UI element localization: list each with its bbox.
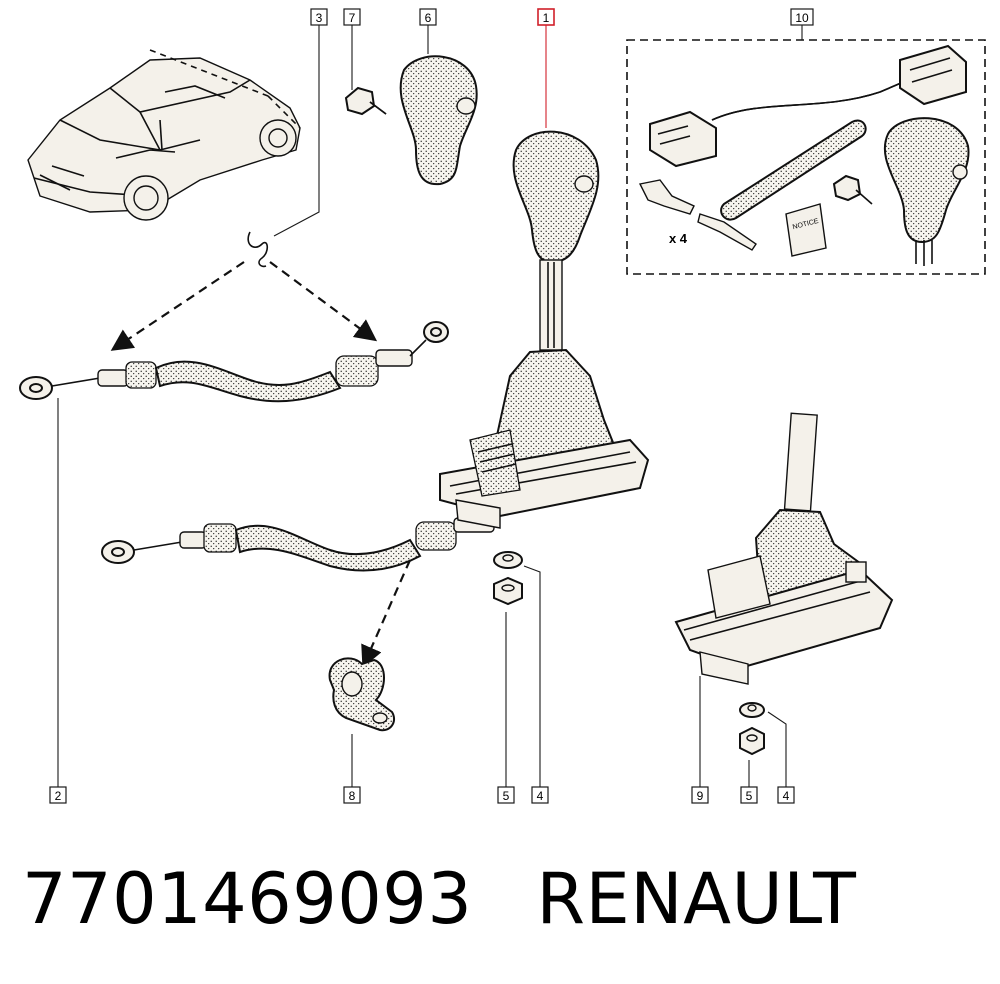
assembly-arrow-bracket bbox=[361, 559, 412, 669]
wiring-harness bbox=[649, 44, 967, 168]
cable-bracket-part-8 bbox=[328, 657, 396, 732]
callout-5-b: 5 bbox=[740, 786, 758, 804]
callout-6: 6 bbox=[419, 8, 437, 26]
svg-text:3: 3 bbox=[316, 11, 323, 25]
gear-lever-base-part-9 bbox=[674, 412, 894, 685]
callout-4-b: 4 bbox=[777, 786, 795, 804]
svg-text:8: 8 bbox=[349, 789, 356, 803]
callout-9: 9 bbox=[691, 786, 709, 804]
clip-part-3 bbox=[247, 231, 269, 268]
brand-name: RENAULT bbox=[536, 858, 857, 940]
insulating-sleeve bbox=[720, 119, 867, 221]
washer-part-4 bbox=[493, 551, 523, 569]
screw-part-7 bbox=[344, 86, 387, 116]
svg-text:5: 5 bbox=[746, 789, 753, 803]
gear-cable-upper bbox=[19, 321, 449, 403]
callout-10: 10 bbox=[790, 8, 814, 26]
part-reference-footer: 7701469093 RENAULT bbox=[22, 858, 856, 940]
terminal-pins bbox=[638, 179, 757, 251]
washer-part-4-b bbox=[739, 702, 765, 718]
callout-4: 4 bbox=[531, 786, 549, 804]
svg-text:2: 2 bbox=[55, 789, 62, 803]
svg-text:10: 10 bbox=[795, 11, 809, 25]
callout-7: 7 bbox=[343, 8, 361, 26]
svg-text:5: 5 bbox=[503, 789, 510, 803]
gear-knob-part-6 bbox=[399, 55, 478, 186]
leader-lines bbox=[57, 24, 803, 788]
part-number: 7701469093 bbox=[22, 858, 473, 940]
gear-lever-assembly-part-1 bbox=[439, 130, 650, 529]
svg-text:4: 4 bbox=[537, 789, 544, 803]
nut-part-5-b bbox=[739, 726, 765, 756]
svg-text:1: 1 bbox=[543, 11, 550, 25]
assembly-arrow-right bbox=[269, 261, 378, 342]
car-illustration bbox=[27, 49, 301, 221]
nut-part-5 bbox=[493, 576, 523, 606]
svg-text:4: 4 bbox=[783, 789, 790, 803]
callout-8: 8 bbox=[343, 786, 361, 804]
kit-frame-part-10 bbox=[626, 39, 986, 275]
callout-3: 3 bbox=[310, 8, 328, 26]
callout-2: 2 bbox=[49, 786, 67, 804]
kit-screw bbox=[832, 174, 873, 205]
callout-5: 5 bbox=[497, 786, 515, 804]
callout-1: 1 bbox=[537, 8, 555, 26]
terminal-quantity-label: x 4 bbox=[669, 231, 688, 246]
svg-text:9: 9 bbox=[697, 789, 704, 803]
svg-text:6: 6 bbox=[425, 11, 432, 25]
svg-text:7: 7 bbox=[349, 11, 356, 25]
notice-leaflet: NOTICE bbox=[785, 203, 827, 257]
assembly-arrow-left bbox=[110, 261, 245, 351]
gear-cable-lower bbox=[101, 517, 495, 572]
kit-gear-knob bbox=[883, 117, 970, 266]
